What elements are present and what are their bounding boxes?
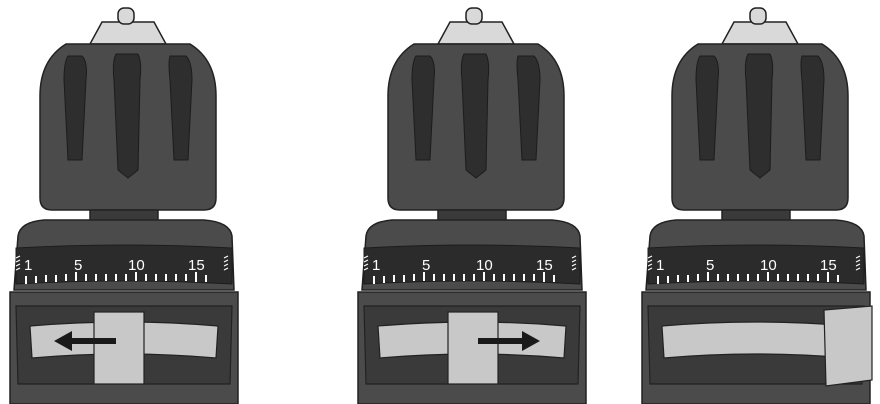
torque-scale-band (647, 244, 865, 285)
chuck-groove-left (411, 55, 435, 161)
drill-1-svg: 1 5 10 15 (9, 7, 239, 404)
scale-label-10: 10 (476, 257, 493, 274)
torque-scale-band (363, 244, 581, 285)
scale-label-5: 5 (422, 257, 430, 274)
drill-mode-icon-right (855, 255, 861, 271)
scale-label-10: 10 (128, 257, 145, 274)
torque-ticks (373, 272, 555, 284)
drill-illustration-3: 1 5 10 15 (636, 0, 876, 404)
scale-label-1: 1 (24, 257, 32, 274)
chuck-tip (436, 21, 516, 45)
torque-ticks (657, 272, 839, 284)
scale-label-5: 5 (706, 257, 714, 274)
scale-label-1: 1 (656, 257, 664, 274)
chuck-groove-middle (460, 53, 490, 179)
direction-switch[interactable] (823, 305, 873, 387)
scale-label-15: 15 (188, 257, 205, 274)
chuck-nub (117, 7, 135, 25)
drill-mode-icon-right (571, 255, 577, 271)
drill-mode-icon-left (363, 255, 369, 271)
right-arrow-icon (478, 331, 540, 351)
drill-mode-icon-right (223, 255, 229, 271)
scale-label-5: 5 (74, 257, 82, 274)
chuck-groove-right (800, 55, 825, 161)
drill-mode-icon-left (647, 255, 653, 271)
direction-switch[interactable] (447, 311, 499, 385)
torque-ticks (25, 272, 207, 284)
drill-2-svg: 1 5 10 15 (357, 7, 587, 404)
scale-label-15: 15 (536, 257, 553, 274)
chuck-groove-right (168, 55, 193, 161)
drill-illustration-2: 1 5 10 15 (352, 0, 592, 404)
chuck-groove-right (516, 55, 541, 161)
scale-label-10: 10 (760, 257, 777, 274)
torque-scale-band (15, 244, 233, 285)
drill-illustration-1: 1 5 10 15 (4, 0, 244, 404)
chuck-groove-left (63, 55, 87, 161)
direction-switch[interactable] (93, 311, 145, 385)
chuck-nub (749, 7, 767, 25)
direction-window (661, 321, 851, 359)
chuck-nub (465, 7, 483, 25)
chuck-groove-middle (112, 53, 142, 179)
drill-mode-icon-left (15, 255, 21, 271)
chuck-groove-left (695, 55, 719, 161)
scale-label-1: 1 (372, 257, 380, 274)
left-arrow-icon (54, 331, 116, 351)
chuck-tip (720, 21, 800, 45)
chuck-tip (88, 21, 168, 45)
drill-3-svg: 1 5 10 15 (641, 7, 873, 404)
scale-label-15: 15 (820, 257, 837, 274)
chuck-groove-middle (744, 53, 774, 179)
